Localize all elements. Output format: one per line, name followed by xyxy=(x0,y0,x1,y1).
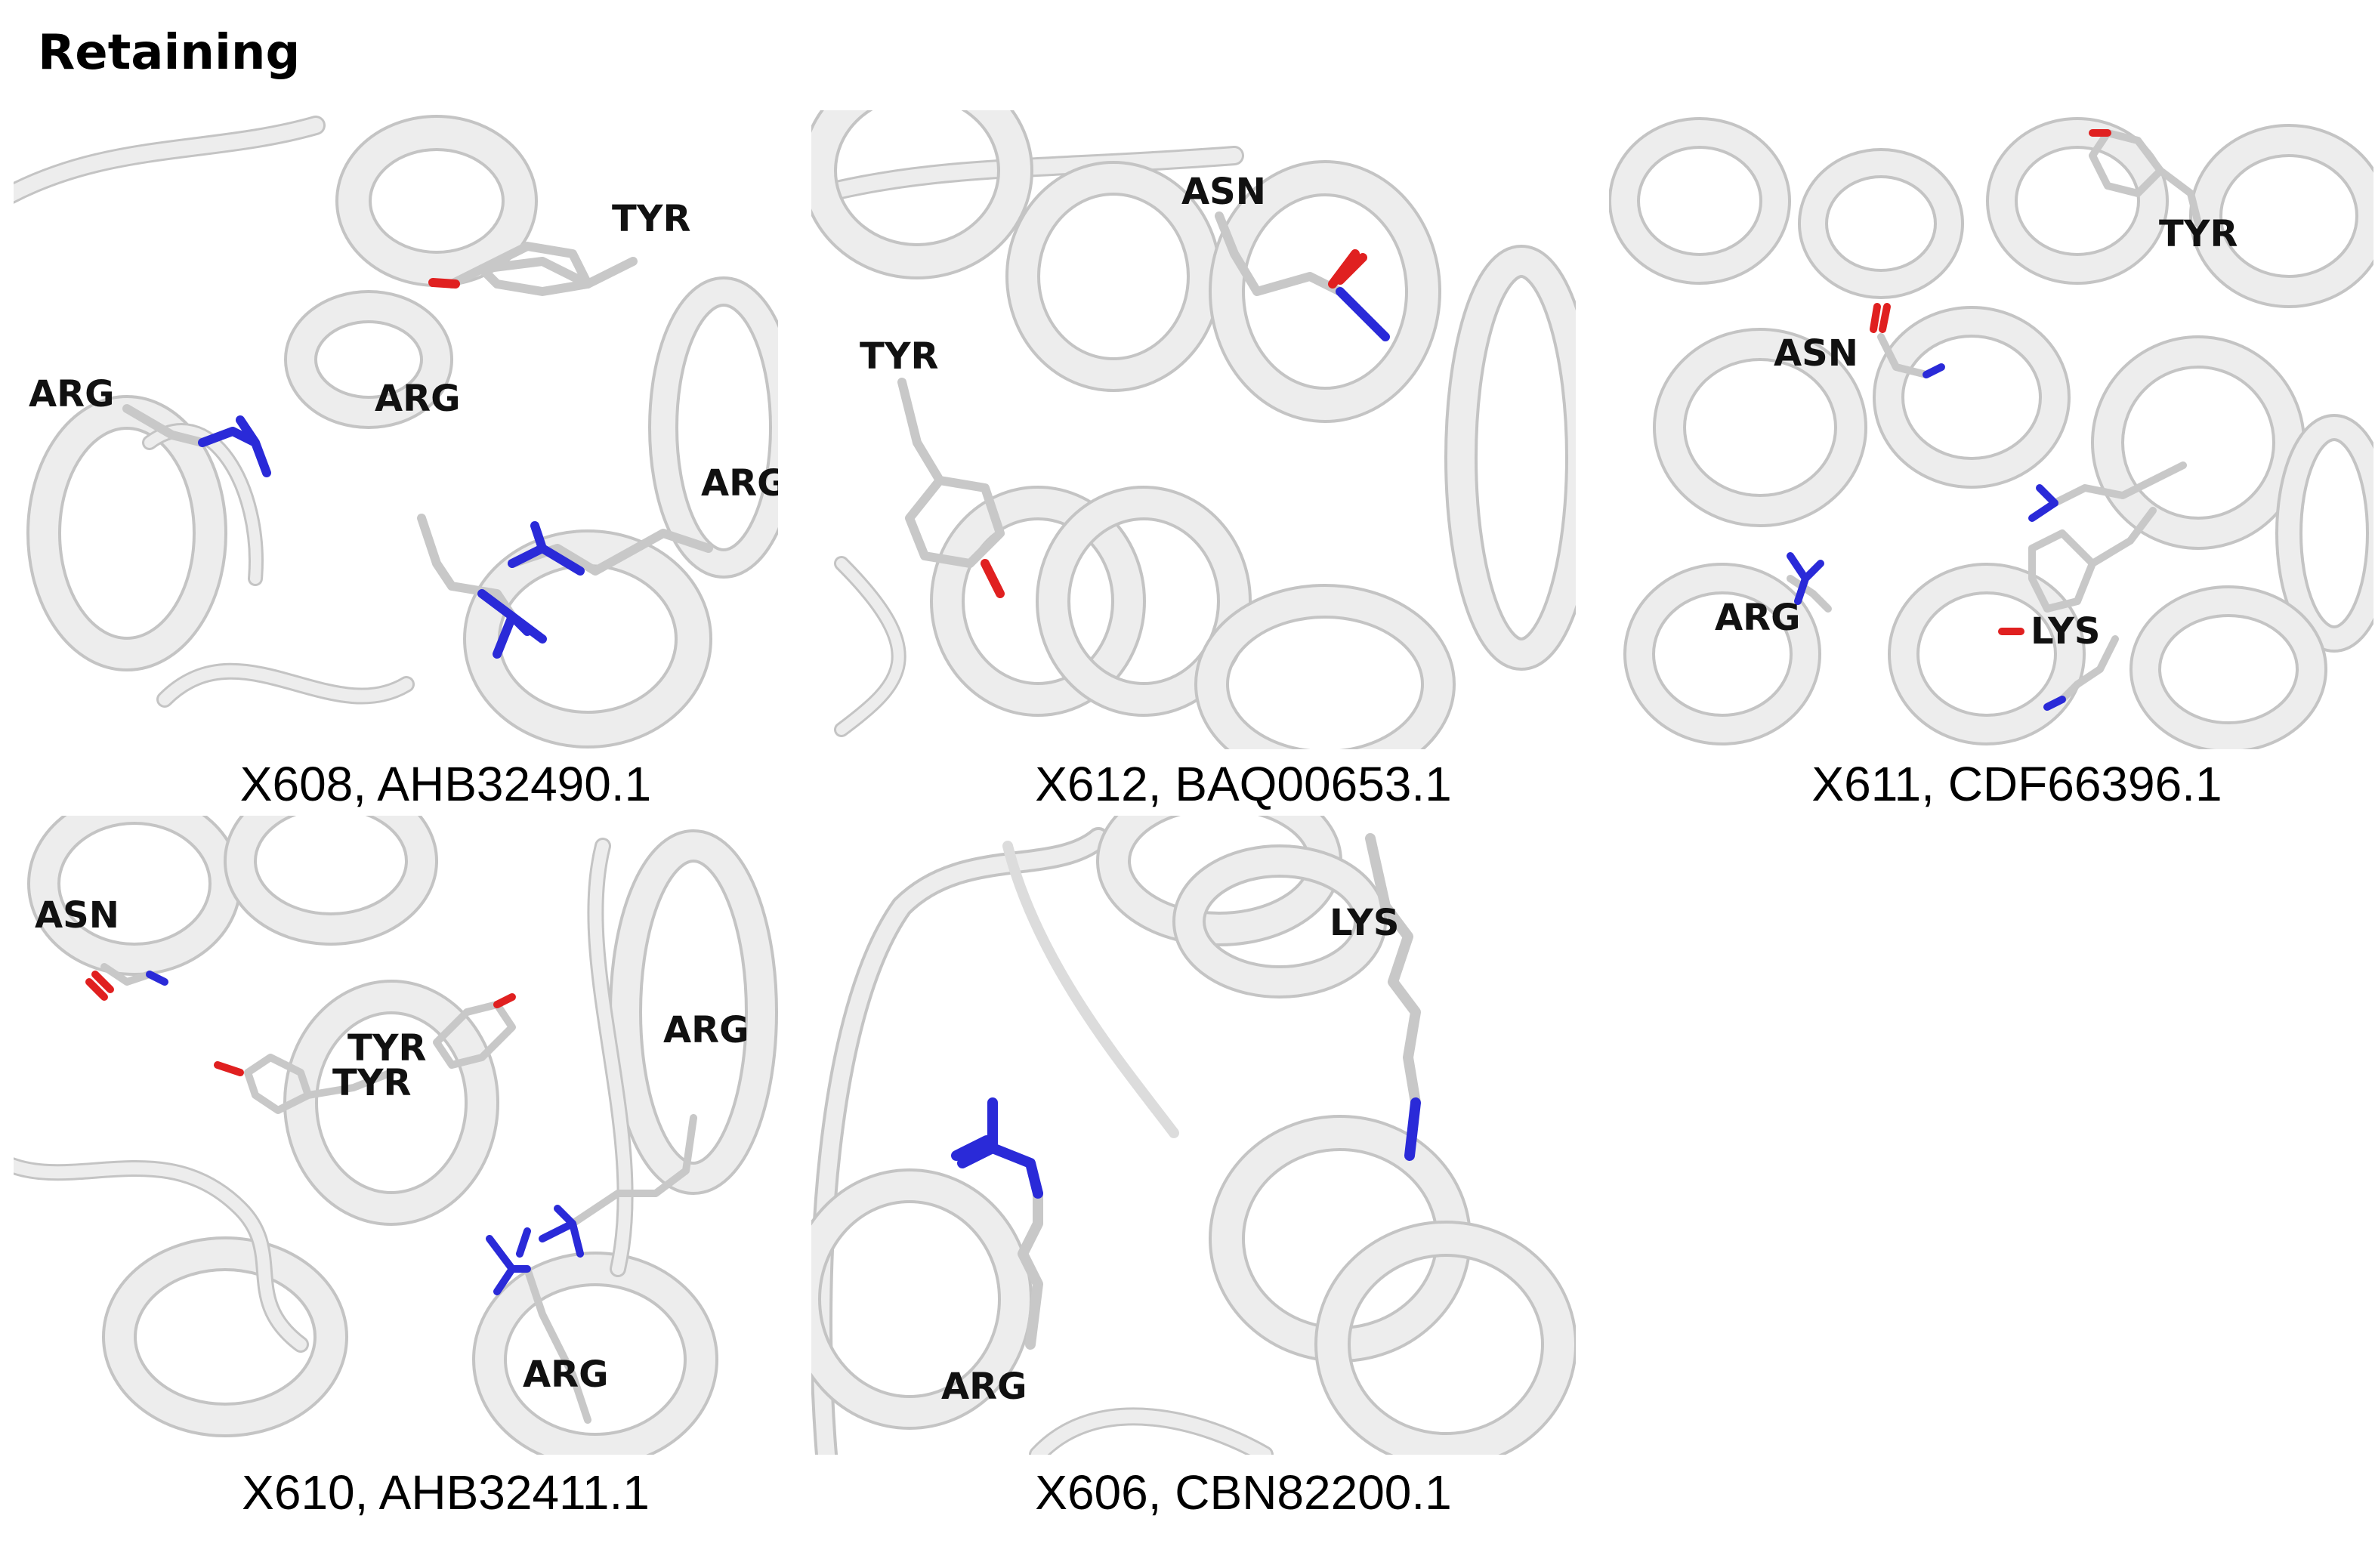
residue-sticks xyxy=(1787,129,2202,711)
protein-cartoon xyxy=(14,115,778,749)
residue-sticks xyxy=(85,963,697,1424)
residue-label-lys: LYS xyxy=(2031,610,2100,653)
protein-cartoon xyxy=(1609,117,2373,749)
residue-label-tyr: TYR xyxy=(860,335,938,378)
residue-label-lys: LYS xyxy=(1330,902,1399,944)
residue-label-tyr: TYR xyxy=(2159,213,2238,255)
residue-label-arg-1: ARG xyxy=(29,373,115,415)
panel-caption-x612: X612, BAQ00653.1 xyxy=(1035,757,1452,811)
structure-panel-x610: ASN TYR TYR ARG ARG xyxy=(14,816,778,1455)
structure-panel-x608: ARG ARG ARG TYR xyxy=(14,110,778,749)
protein-cartoon xyxy=(14,816,778,1455)
residue-label-arg-1: ARG xyxy=(663,1009,749,1051)
protein-cartoon xyxy=(811,110,1576,749)
panel-caption-x611: X611, CDF66396.1 xyxy=(1811,757,2222,811)
structure-panel-x606: LYS ARG xyxy=(811,816,1576,1455)
residue-label-arg: ARG xyxy=(1715,597,1801,639)
protein-cartoon xyxy=(811,816,1576,1455)
residue-sticks xyxy=(122,242,713,659)
residue-label-arg-2: ARG xyxy=(523,1353,609,1396)
residue-sticks xyxy=(951,833,1421,1350)
structure-panel-x611: TYR ASN ARG LYS xyxy=(1609,110,2373,749)
residue-label-asn: ASN xyxy=(35,894,119,937)
residue-label-asn: ASN xyxy=(1181,171,1266,213)
residue-label-tyr-1: TYR xyxy=(347,1027,426,1070)
residue-label-asn: ASN xyxy=(1774,332,1858,375)
residue-label-arg-2: ARG xyxy=(375,378,461,420)
panel-caption-x610: X610, AHB32411.1 xyxy=(242,1465,650,1520)
structure-panel-x612: ASN TYR xyxy=(811,110,1576,749)
residue-label-tyr-2: TYR xyxy=(332,1062,411,1104)
residue-label-arg: ARG xyxy=(941,1366,1027,1408)
panel-caption-x608: X608, AHB32490.1 xyxy=(239,757,652,811)
panel-caption-x606: X606, CBN82200.1 xyxy=(1035,1465,1452,1520)
figure-heading: Retaining xyxy=(38,25,301,81)
residue-label-tyr: TYR xyxy=(612,198,690,240)
residue-sticks xyxy=(897,211,1390,598)
residue-label-arg-3: ARG xyxy=(701,462,778,505)
